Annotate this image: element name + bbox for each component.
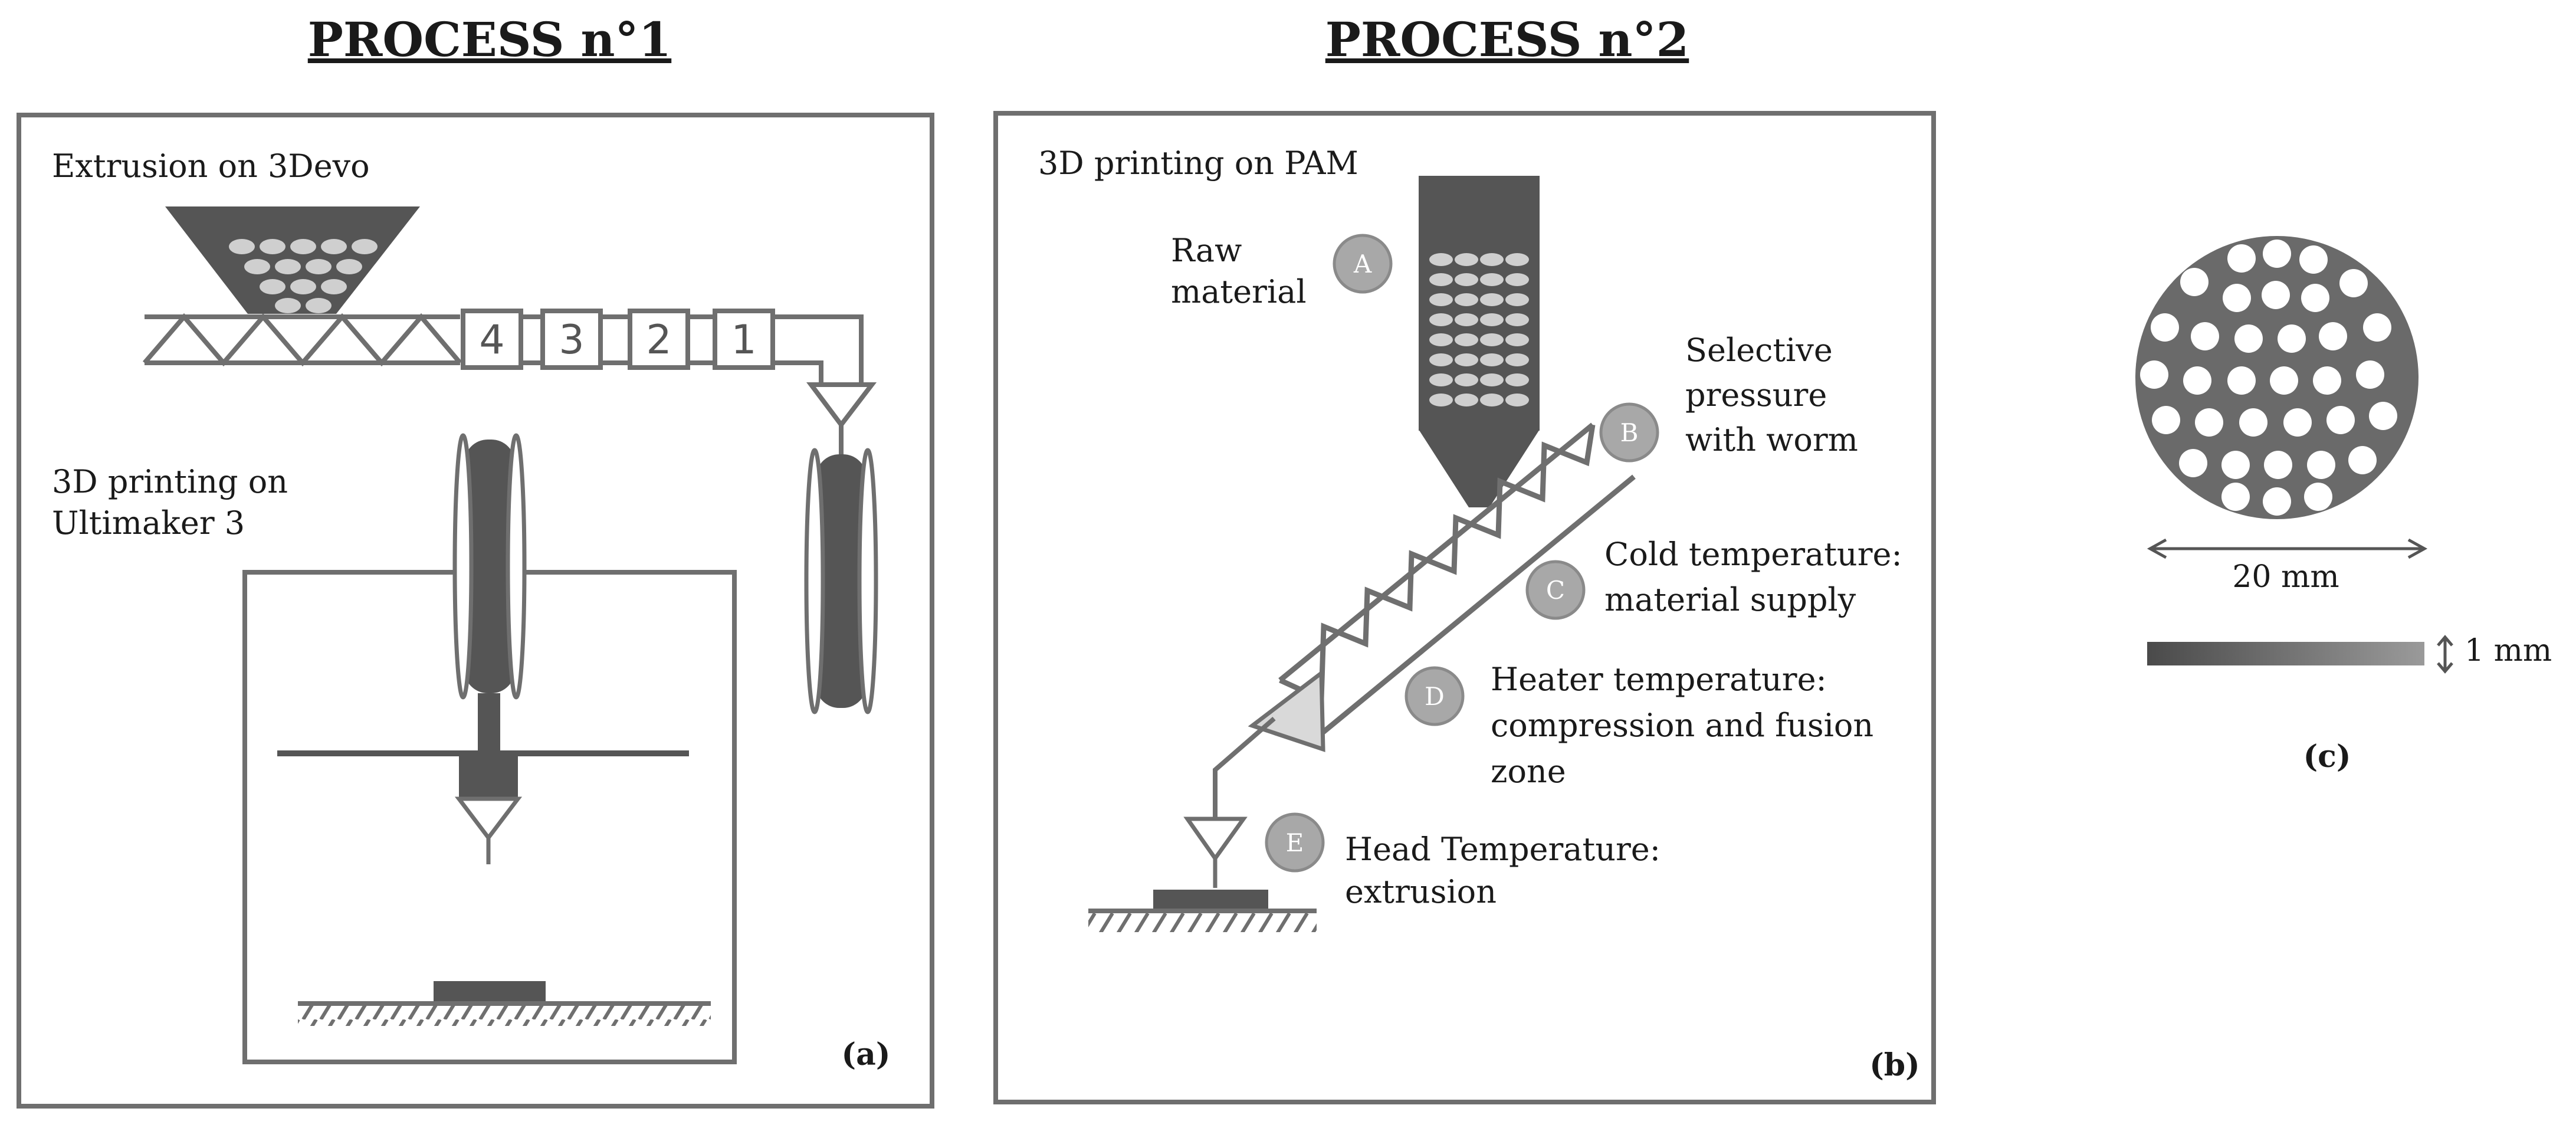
step-text: material supply (1604, 581, 1856, 618)
pam-nozzle-icon (1248, 669, 1325, 752)
step-text: zone (1491, 753, 1566, 790)
zone-box-2 (628, 309, 690, 370)
step-E: E Head Temperature: extrusion (1265, 812, 1661, 910)
step-text: Selective (1685, 332, 1833, 369)
zone-box-4 (461, 309, 523, 370)
title-process-2: PROCESS n°2 (1325, 12, 1689, 67)
badge-icon (1405, 666, 1465, 726)
worm-screw (1278, 422, 1636, 735)
printing-label-line2: Ultimaker 3 (52, 504, 245, 542)
title-process-1: PROCESS n°1 (308, 12, 671, 67)
panel-a: Extrusion on 3Devo 4 3 (17, 113, 934, 1109)
pam-head-icon (1183, 817, 1248, 863)
step-B: B Selective pressure with worm (1599, 332, 1858, 463)
build-plate-hatch (298, 1005, 711, 1026)
zone-label-4: 4 (479, 317, 504, 363)
step-text: material (1171, 273, 1307, 310)
print-nozzle-icon (454, 796, 523, 841)
step-text: compression and fusion (1491, 707, 1873, 744)
panel-a-frame (17, 113, 934, 1109)
printed-part (434, 981, 546, 1004)
thickness-arrow-icon (2437, 635, 2453, 674)
panel-b-tag: (b) (1869, 1047, 1920, 1083)
badge-letter: D (1425, 682, 1445, 711)
diameter-arrow-icon (2147, 538, 2428, 559)
zone-box-3 (540, 309, 603, 370)
badge-letter: A (1353, 250, 1372, 278)
extruder-screw (142, 313, 462, 367)
badge-icon (1599, 402, 1659, 463)
extruder-die (773, 314, 877, 454)
zone-label-2: 2 (646, 317, 671, 363)
heating-zones: 4 3 2 1 (461, 309, 775, 370)
zone-label-1: 1 (731, 317, 756, 363)
zone-label-3: 3 (559, 317, 584, 363)
panel-b-frame (993, 111, 1936, 1104)
cartridge-pellets (1429, 253, 1529, 406)
filament-spool-input-icon (452, 433, 527, 700)
extrusion-label: Extrusion on 3Devo (52, 147, 370, 185)
sample-side-view (2147, 642, 2424, 665)
badge-icon (1333, 234, 1393, 294)
step-A: A Raw material (1171, 232, 1393, 310)
panel-c-tag: (c) (2303, 739, 2351, 775)
step-C: C Cold temperature: material supply (1525, 536, 1902, 620)
step-text: Head Temperature: (1345, 831, 1661, 868)
step-text: extrusion (1345, 873, 1497, 910)
step-text: Raw (1171, 232, 1242, 269)
pam-build-plate-hatch (1088, 912, 1317, 932)
zone-box-1 (713, 309, 775, 370)
diameter-label: 20 mm (2232, 559, 2339, 595)
step-text: pressure (1685, 376, 1827, 414)
pam-feed-line (1213, 716, 1276, 817)
step-D: D Heater temperature: compression and fu… (1405, 661, 1873, 790)
step-text: with worm (1685, 421, 1858, 458)
thickness-label: 1 mm (2465, 633, 2552, 668)
step-text: Cold temperature: (1604, 536, 1902, 573)
step-text: Heater temperature: (1491, 661, 1827, 698)
printing-label-line1: 3D printing on (52, 463, 288, 500)
filament-strand (478, 693, 500, 761)
badge-icon (1525, 560, 1586, 620)
panel-a-tag: (a) (842, 1037, 891, 1073)
print-head (459, 756, 518, 798)
material-cartridge-icon (1419, 176, 1540, 507)
badge-icon (1265, 812, 1325, 873)
hopper-pellets (229, 239, 378, 313)
panel-c: 20 mm 1 mm (c) (2135, 236, 2552, 775)
sample-disc-holes (2140, 240, 2397, 516)
badge-letter: B (1620, 418, 1639, 447)
panel-b: 3D printing on PAM (993, 111, 1936, 1104)
filament-spool-output-icon (804, 448, 878, 714)
pam-printed-part (1153, 890, 1268, 911)
pam-header: 3D printing on PAM (1038, 145, 1358, 182)
badge-letter: C (1546, 576, 1565, 605)
badge-letter: E (1286, 828, 1304, 857)
